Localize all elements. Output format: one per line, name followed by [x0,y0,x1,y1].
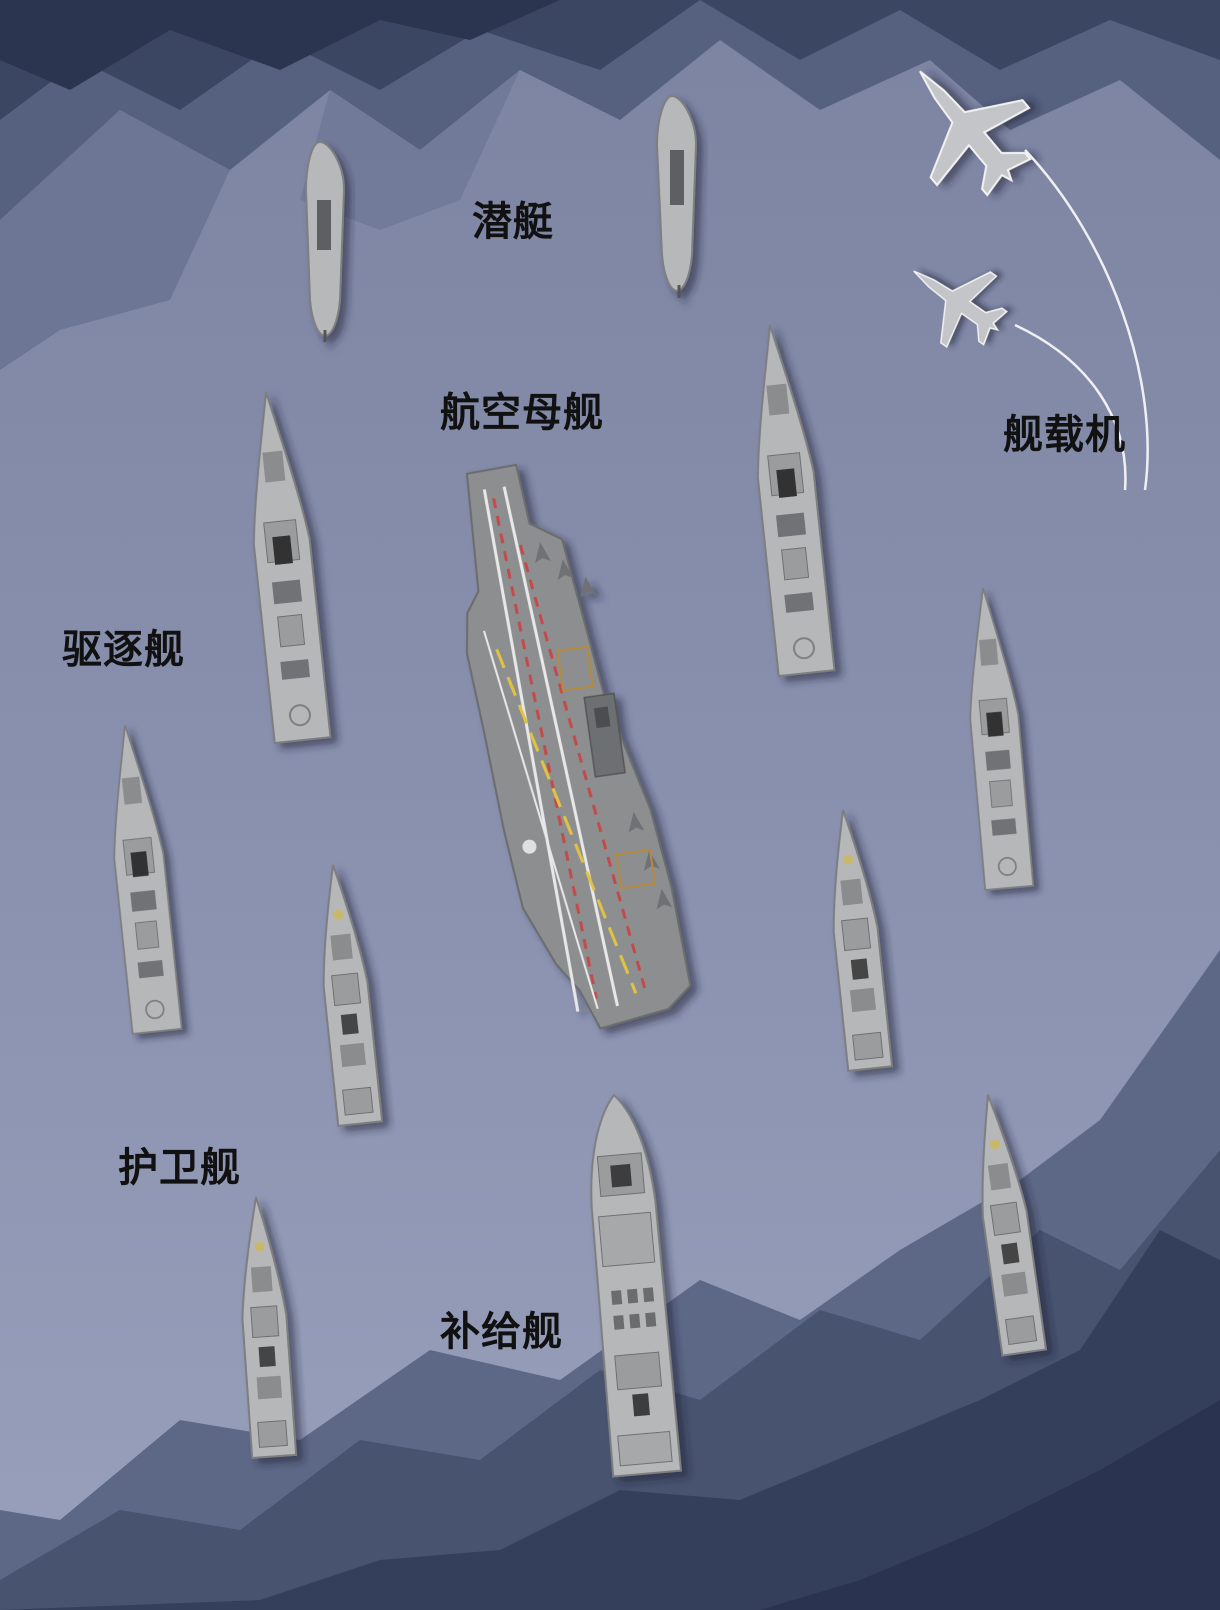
label-aircraft-carrier: 航空母舰 [440,390,604,436]
jet-trail-outer [1024,149,1149,491]
submarine-left [304,140,346,342]
label-submarine: 潜艇 [472,199,554,245]
fighter-jet-large [919,70,1032,197]
aircraft-carrier [465,463,692,1030]
label-supply-ship: 补给舰 [440,1309,563,1355]
top-mountain-silhouette [0,0,1220,370]
label-destroyer: 驱逐舰 [62,627,185,673]
submarine-right [655,94,698,298]
supply-ship [590,1093,683,1478]
fighter-jet-icon [913,270,1008,349]
aircraft-carrier-icon [465,463,692,1030]
fighter-jet-small [913,270,1008,349]
label-frigate: 护卫舰 [118,1145,241,1191]
label-carrier-aircraft: 舰载机 [1003,412,1126,458]
jet-trail-inner [1014,323,1127,491]
fighter-jet-icon [919,70,1032,197]
